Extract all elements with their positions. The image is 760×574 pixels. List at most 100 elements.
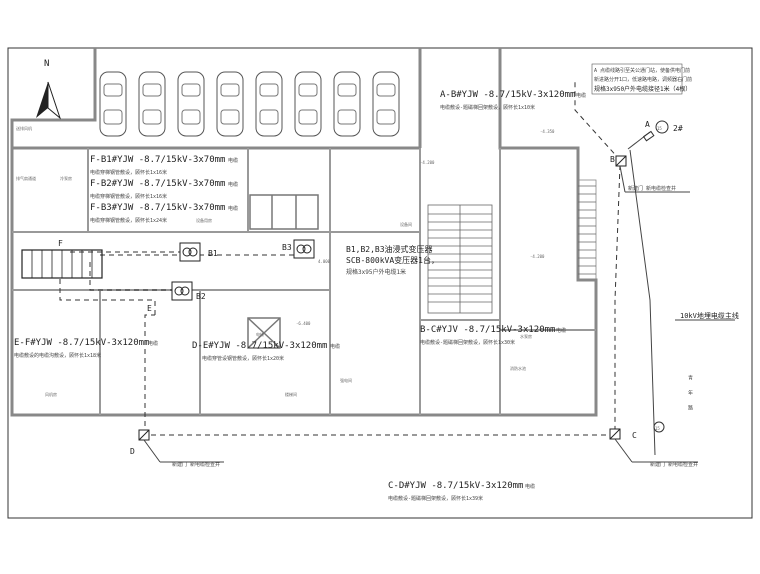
cable-fb2-unit: 电缆 — [228, 181, 238, 188]
cable-ab-unit: 电缆 — [576, 92, 586, 99]
cable-de-note: 电缆穿管设钢管敷设，顾怀长1x20米 — [202, 355, 284, 362]
cable-label-de: D-E#YJW -8.7/15kV-3x120mm 电缆 电缆穿管设钢管敷设，顾… — [192, 341, 340, 362]
cable-cd-unit: 电缆 — [525, 483, 535, 490]
cable-fb1-spec: F-B1#YJW -8.7/15kV-3x70mm — [90, 155, 225, 165]
feeder-line — [627, 131, 656, 456]
cable-de-spec: D-E#YJW -8.7/15kV-3x120mm — [192, 341, 327, 351]
room-label-6: 楼梯间 — [285, 391, 297, 397]
node-e-label: E — [147, 304, 152, 313]
cable-ef-note: 电缆敷设的电缆沟敷设，顾怀长1x18米 — [14, 352, 101, 359]
elevation-b: -4.350 — [540, 129, 555, 134]
room-label-8: 强电间 — [340, 377, 352, 383]
top-note-line1: A 点缆线路引至关公通门站，使备供电门前 — [594, 67, 690, 74]
manhole-b: B 新建门 新电缆检查井 — [610, 155, 690, 193]
cable-fb2-note: 电缆穿梯钢管敷设，顾怀长1x16米 — [90, 193, 167, 200]
route-bc — [614, 164, 621, 433]
node-a-num: 15 — [657, 126, 662, 131]
manhole-b-note: 新建门 新电缆检查井 — [628, 185, 676, 192]
sheet-border — [7, 47, 753, 519]
cable-label-bc: B-C#YJV -8.7/15kV-3x120mm 电缆 电缆敷设-题磁梯回架敷… — [420, 325, 566, 346]
node-b2-label: B2 — [196, 292, 206, 301]
top-note-line3: 规格3x950户外电缆接径1米（4根） — [594, 85, 691, 93]
route-ab — [574, 80, 621, 161]
transformer-b2: B2 — [171, 281, 206, 301]
switchgear-f: F — [21, 239, 103, 279]
top-note-line2: 新进路分开1口，低速路电路，调频器右门前 — [594, 76, 692, 83]
node-c-label: C — [632, 431, 637, 440]
cable-bc-spec: B-C#YJV -8.7/15kV-3x120mm — [420, 325, 555, 335]
node-a-label: A — [645, 120, 650, 129]
node-c-num: 15 — [655, 426, 660, 431]
elevation-marks: -4.200 -4.350 -4.200 -6.400 4.000 — [296, 129, 555, 326]
room-label-1: 排气扇通道 — [16, 175, 36, 181]
top-note: A 点缆线路引至关公通门站，使备供电门前 新进路分开1口，低速路电路，调频器右门… — [591, 63, 692, 95]
stair-core — [247, 194, 319, 349]
cable-label-fb1: F-B1#YJW -8.7/15kV-3x70mm 电缆 电缆穿梯钢管敷设，顾怀… — [90, 155, 238, 176]
node-b1-label: B1 — [208, 249, 218, 258]
room-labels: 排气扇通道 冷泵房 送排风机 风机房 设备用房 楼梯间 电梯 强电间 水泵房 消… — [16, 125, 532, 397]
manhole-c: C 15 新建门 新电缆检查井 — [609, 421, 698, 468]
parked-car — [177, 71, 205, 137]
parked-car — [138, 71, 166, 137]
parked-car — [216, 71, 244, 137]
elevation-d: -6.400 — [296, 321, 311, 326]
node-f-label: F — [58, 239, 63, 248]
route-fb2 — [89, 262, 180, 291]
cable-label-ef: E-F#YJW -8.7/15kV-3x120mm 电缆 电缆敷设的电缆沟敷设，… — [14, 338, 158, 359]
transformer-b3: B3 — [282, 239, 315, 259]
feeder-label: 10kV地埋电缆主线 — [680, 311, 739, 320]
room-label-9: 水泵房 — [520, 333, 532, 339]
cable-ef-spec: E-F#YJW -8.7/15kV-3x120mm — [14, 338, 149, 348]
cable-fb1-note: 电缆穿梯钢管敷设，顾怀长1x16米 — [90, 169, 167, 176]
room-label-10: 消防水池 — [510, 365, 526, 371]
parked-car — [372, 71, 400, 137]
cable-cd-note: 电缆敷设-题磁梯回架敷设，顾怀长1x39米 — [388, 495, 483, 502]
route-de — [144, 314, 155, 435]
elevation-a: -4.200 — [420, 160, 435, 165]
transformer-heading: B1,B2,B3油浸式变压器 — [346, 244, 433, 254]
node-b-label: B — [610, 155, 615, 164]
manhole-c-note: 新建门 新电缆检查井 — [650, 461, 698, 468]
elevation-e: 4.000 — [318, 259, 331, 264]
manhole-d: D 新建门 新电缆检查井 — [130, 429, 224, 468]
cable-label-ab: A-B#YJW -8.7/15kV-3x120mm 电缆 电缆敷设-题磁梯回架敷… — [440, 90, 586, 111]
parking-row — [99, 71, 400, 137]
node-b3-label: B3 — [282, 243, 292, 252]
cable-fb3-unit: 电缆 — [228, 205, 238, 212]
north-arrow: N — [36, 59, 62, 120]
parked-car — [255, 71, 283, 137]
cable-fb3-note: 电缆穿梯钢管敷设，顾怀长1x24米 — [90, 217, 167, 224]
cable-ab-spec: A-B#YJW -8.7/15kV-3x120mm — [440, 90, 575, 100]
cable-bc-unit: 电缆 — [556, 327, 566, 334]
parked-car — [99, 71, 127, 137]
cable-de-unit: 电缆 — [330, 343, 340, 350]
room-label-5: 设备用房 — [196, 217, 212, 223]
room-label-2: 冷泵房 — [60, 175, 72, 181]
cable-bc-note: 电缆敷设-题磁梯回架敷设，顾怀长1x30米 — [420, 339, 515, 346]
room-label-3: 送排风机 — [16, 125, 32, 131]
cable-label-fb3: F-B3#YJW -8.7/15kV-3x70mm 电缆 电缆穿梯钢管敷设，顾怀… — [90, 203, 238, 224]
parked-car — [333, 71, 361, 137]
manhole-d-note: 新建门 新电缆检查井 — [172, 461, 220, 468]
transformer-spec: B1,B2,B3油浸式变压器 SCB-800kVA变压器1台， 规格3x95户外… — [346, 244, 439, 276]
north-label: N — [44, 59, 49, 69]
road-label: 青年路 — [687, 374, 693, 420]
transformer-model: SCB-800kVA变压器1台， — [346, 255, 439, 265]
cable-fb2-spec: F-B2#YJW -8.7/15kV-3x70mm — [90, 179, 225, 189]
cable-cd-spec: C-D#YJW -8.7/15kV-3x120mm — [388, 481, 523, 491]
transformer-b1: B1 — [179, 242, 218, 262]
node-a-tag: 2# — [673, 124, 683, 133]
node-d-label: D — [130, 447, 135, 456]
route-ef — [59, 278, 156, 315]
cable-fb1-unit: 电缆 — [228, 157, 238, 164]
room-label-4: 风机房 — [45, 391, 57, 397]
room-label-11: 设备间 — [400, 221, 412, 227]
cable-ef-unit: 电缆 — [148, 340, 158, 347]
transformer-note: 规格3x95户外电缆1米 — [346, 268, 406, 276]
cable-ab-note: 电缆敷设-题磁梯回架敷设，顾怀长1x10米 — [440, 104, 535, 111]
main-stair — [427, 179, 597, 314]
elevation-c: -4.200 — [530, 254, 545, 259]
cable-label-cd: C-D#YJW -8.7/15kV-3x120mm 电缆 电缆敷设-题磁梯回架敷… — [388, 481, 535, 502]
